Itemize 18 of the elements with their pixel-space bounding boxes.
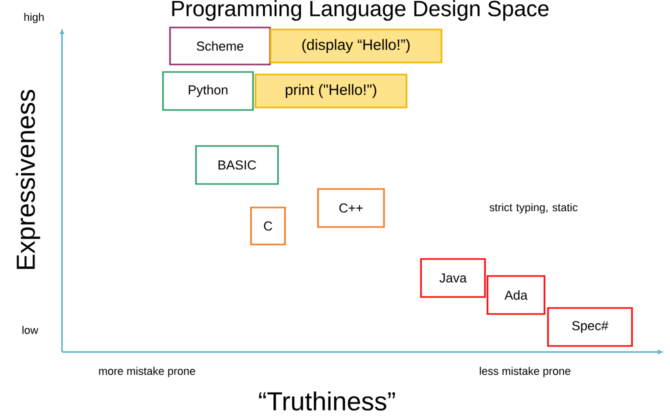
language-box: Java: [420, 258, 486, 298]
axis-label: more mistake prone: [99, 366, 196, 378]
language-box: Scheme: [169, 26, 271, 66]
axis-title: “Truthiness”: [259, 391, 395, 411]
language-box: C++: [317, 188, 385, 228]
language-box: C: [250, 206, 286, 246]
axis-label: less mistake prone: [480, 366, 570, 378]
language-box: Python: [162, 71, 254, 111]
axis-label: high: [24, 12, 44, 24]
annotation: strict typing, static: [490, 203, 578, 214]
language-box: Ada: [486, 275, 546, 315]
axis-label: low: [22, 326, 38, 334]
title: Programming Language Design Space: [172, 0, 548, 21]
axis-title: Expressiveness: [16, 90, 40, 269]
language-box: BASIC: [195, 145, 279, 185]
language-box: Spec#: [547, 307, 633, 347]
code-box: (display “Hello!”): [270, 28, 442, 64]
code-box: print ("Hello!"): [254, 74, 408, 108]
